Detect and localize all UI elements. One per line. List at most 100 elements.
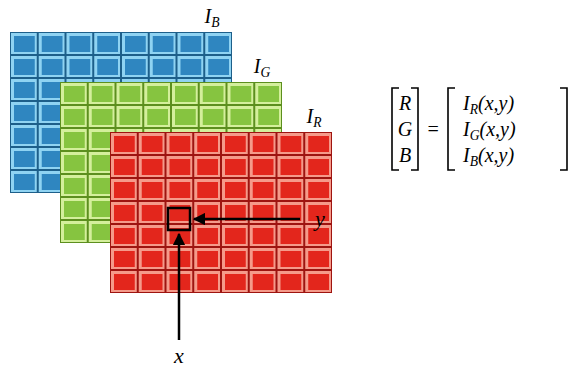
cell-face [153,36,174,52]
cell-bevel [139,156,165,177]
cell-bevel [172,106,198,127]
cell-face [42,151,63,167]
pixel-cell [200,106,226,127]
cell-bevel [228,83,254,104]
cell-face [258,109,279,125]
cell-face [114,251,135,267]
cell-bevel [11,33,37,54]
cell-face [92,201,113,217]
pixel-cell [200,83,226,104]
cell-face [70,36,91,52]
pixel-cell [139,248,165,269]
pixel-cell [11,56,37,77]
pixel-cell [139,271,165,292]
cell-face [64,224,85,240]
pixel-cell [11,33,37,54]
cell-bevel [278,156,304,177]
cell-face [308,136,329,152]
cell-face [120,86,141,102]
pixel-cell [305,156,331,177]
pixel-cell [11,102,37,123]
cell-face [231,109,252,125]
cell-bevel [278,248,304,269]
cell-face [170,182,191,198]
pixel-cell [194,271,220,292]
cell-bevel [11,148,37,169]
pixel-cell [111,156,137,177]
cell-face [147,109,168,125]
pixel-cell [94,56,120,77]
cell-bevel [11,56,37,77]
pixel-marker [168,208,190,230]
cell-bevel [194,271,220,292]
cell-face [92,178,113,194]
cell-face [114,159,135,175]
pixel-cell [11,171,37,192]
pixel-cell [61,129,87,150]
axis-label: y [315,208,325,230]
cell-face [175,86,196,102]
cell-face [225,274,246,290]
pixel-cell [222,179,248,200]
cell-bevel [117,83,143,104]
cell-bevel [205,33,231,54]
cell-face [281,182,302,198]
cell-face [281,228,302,244]
pixel-cell [222,133,248,154]
cell-bevel [11,171,37,192]
equals-sign: = [426,119,440,139]
cell-bevel [178,56,204,77]
pixel-cell [139,133,165,154]
cell-bevel [150,33,176,54]
pixel-cell [250,271,276,292]
pixel-cell [305,248,331,269]
cell-bevel [250,179,276,200]
pixel-cell [250,179,276,200]
cell-bevel [278,271,304,292]
cell-face [253,228,274,244]
cell-bevel [305,248,331,269]
cell-bevel [94,33,120,54]
cell-face [308,274,329,290]
pixel-cell [278,179,304,200]
pixel-cell [250,225,276,246]
cell-bevel [89,106,115,127]
pixel-cell [89,83,115,104]
cell-bevel [111,225,137,246]
cell-face [208,36,229,52]
pixel-cell [167,133,193,154]
matrix-entry: IB(x,y) [463,145,514,165]
pixel-cell [255,106,281,127]
pixel-cell [194,133,220,154]
cell-face [97,59,118,75]
cell-face [64,178,85,194]
cell-bevel [61,221,87,242]
cell-face [197,228,218,244]
pixel-cell [61,198,87,219]
cell-bevel [167,179,193,200]
matrix-entry: IG(x,y) [463,119,516,139]
cell-bevel [89,83,115,104]
cell-bevel [117,106,143,127]
cell-face [203,109,224,125]
matrix-entry: R [399,93,411,113]
cell-bevel [111,156,137,177]
cell-bevel [278,133,304,154]
cell-face [42,174,63,190]
cell-bevel [200,106,226,127]
cell-face [14,105,35,121]
cell-face [253,182,274,198]
grid-ground [110,132,332,293]
pixel-cell [111,248,137,269]
cell-face [281,136,302,152]
cell-face [197,136,218,152]
pixel-cell [194,156,220,177]
pixel-cell [117,106,143,127]
cell-bevel [139,248,165,269]
cell-bevel [250,156,276,177]
pixel-cell [228,106,254,127]
cell-face [170,159,191,175]
pixel-cell [111,225,137,246]
pixel-cell [172,83,198,104]
